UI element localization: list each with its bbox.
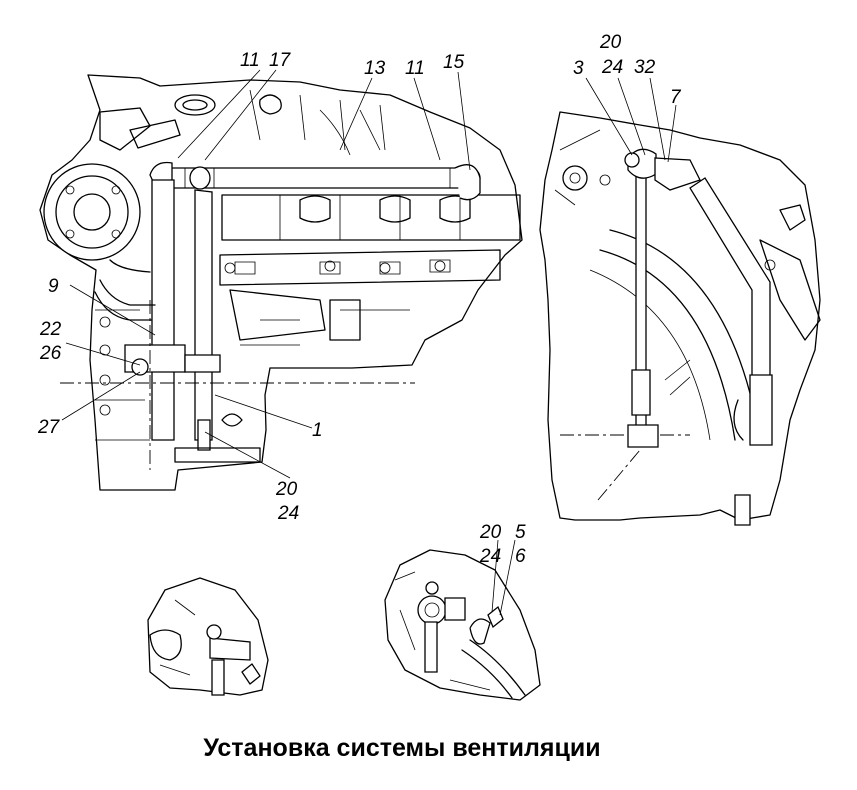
turbocharger-housing [43,163,141,261]
callout-main-15: 15 [443,52,465,73]
callout-labels: 11 17 13 11 15 9 22 26 27 1 20 24 20 24 … [37,32,682,567]
side-diagonal-pipe [689,177,771,381]
callout-side-3: 3 [573,58,584,79]
engine-block-outline [39,74,523,491]
callout-main-17: 17 [269,50,292,71]
breather-tube-vertical-middle [194,189,213,441]
callout-main-1: 1 [312,420,323,441]
callout-main-20: 20 [275,479,298,500]
callout-main-22: 22 [39,319,62,340]
main-view [39,69,523,491]
detail-b-outline [384,549,541,701]
detail-a [147,577,269,696]
detail-b [384,539,541,701]
breather-tube-vertical-left [151,179,175,441]
detail-a-outline [147,577,269,696]
side-view [539,77,821,526]
callout-detail-5: 5 [515,522,526,543]
callout-main-26: 26 [39,343,62,364]
callout-main-27: 27 [37,417,61,438]
callout-main-9: 9 [48,276,59,297]
callout-detail-20: 20 [479,522,502,543]
callout-detail-24: 24 [479,546,501,567]
callout-side-20: 20 [599,32,622,53]
callout-side-24: 24 [601,57,623,78]
callout-side-32: 32 [634,57,656,78]
callout-main-24: 24 [277,503,299,524]
callout-detail-6: 6 [515,546,526,567]
callout-main-11a: 11 [240,50,260,71]
callout-main-11b: 11 [405,58,425,79]
callout-side-7: 7 [670,87,682,108]
callout-main-13: 13 [364,58,386,79]
diagram-title: Установка системы вентиляции [203,734,601,762]
